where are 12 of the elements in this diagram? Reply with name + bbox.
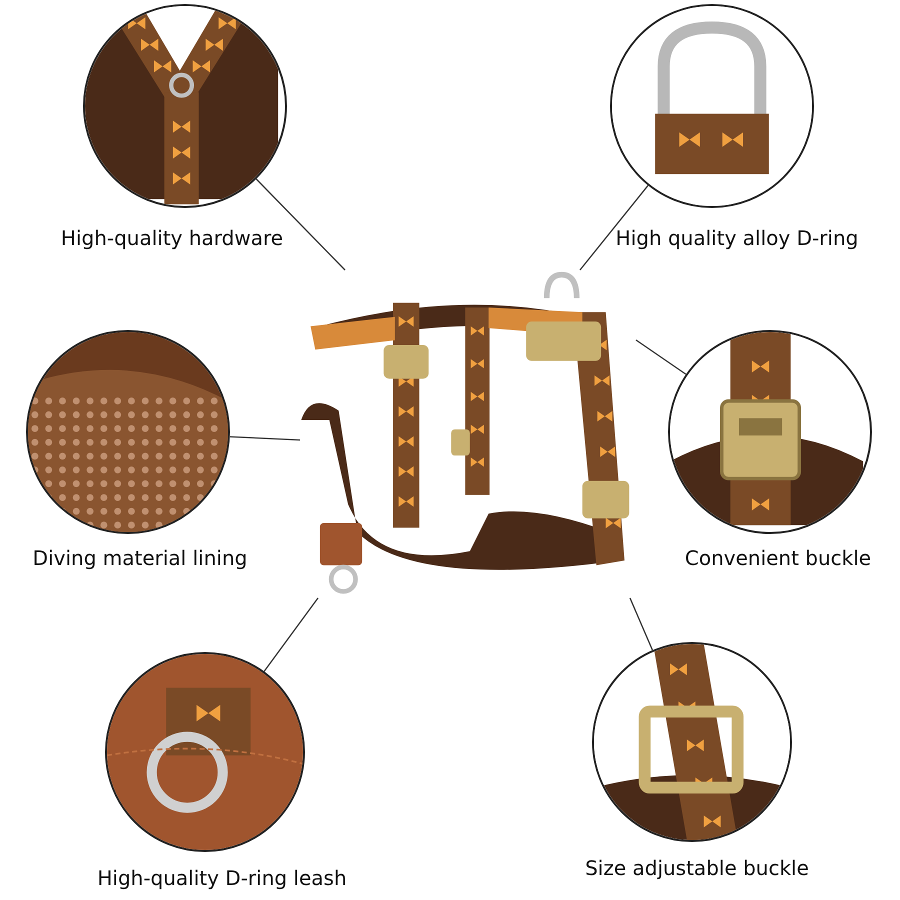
leader-line bbox=[230, 436, 300, 441]
leader-line bbox=[264, 598, 319, 672]
leader-line bbox=[256, 178, 346, 270]
feature-label: Size adjustable buckle bbox=[585, 856, 809, 880]
feature-label: Diving material lining bbox=[32, 546, 248, 570]
feature-label: High quality alloy D-ring bbox=[616, 226, 858, 250]
leader-line bbox=[580, 185, 649, 270]
leader-line bbox=[636, 339, 686, 375]
feature-label: High-quality hardware bbox=[60, 226, 284, 250]
feature-label: Convenient buckle bbox=[684, 546, 872, 570]
feature-label: High-quality D-ring leash bbox=[97, 866, 347, 890]
leader-line bbox=[629, 598, 654, 650]
